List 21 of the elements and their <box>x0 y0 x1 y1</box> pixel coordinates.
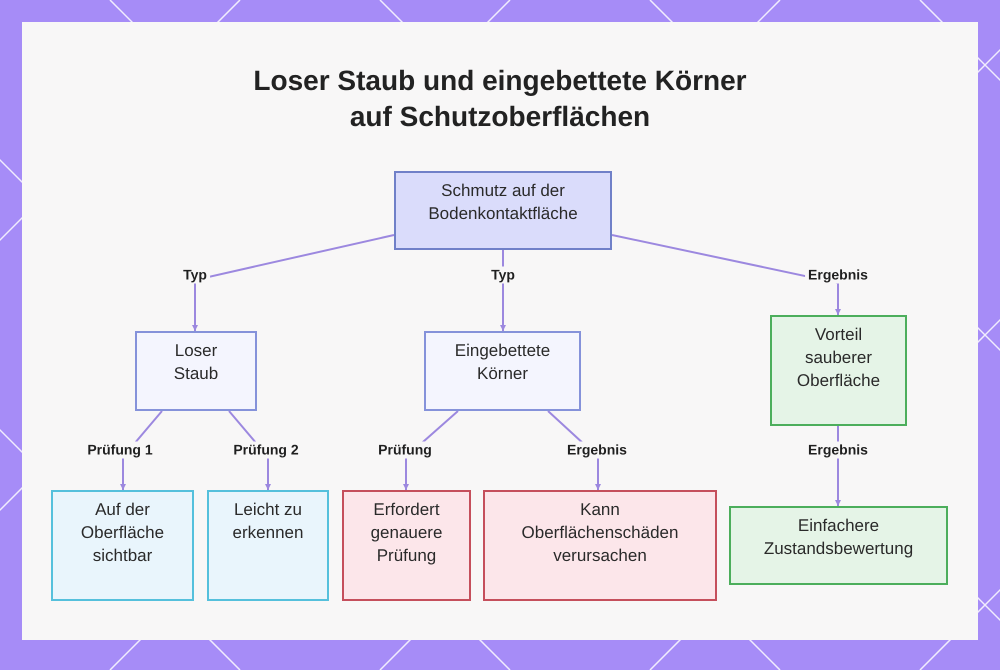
process-box <box>207 490 329 601</box>
process-box <box>342 490 471 601</box>
node-label: Kann Oberflächenschäden verursachen <box>520 499 680 567</box>
process-box <box>51 490 194 601</box>
process-box <box>394 171 612 250</box>
node-label: Loser Staub <box>172 340 220 385</box>
process-box <box>770 315 907 426</box>
process-box <box>135 331 257 411</box>
diagram-title: Loser Staub und eingebettete Körner auf Schutzoberflächen <box>252 64 748 134</box>
node-label: Leicht zu erkennen <box>232 499 304 544</box>
edge-label: Typ <box>180 266 210 284</box>
node-label: Schmutz auf der Bodenkontaktfläche <box>427 180 579 225</box>
process-box <box>424 331 581 411</box>
connector-arrow <box>192 234 394 331</box>
node-label: Vorteil sauberer Oberfläche <box>796 324 882 392</box>
node-label: Eingebettete Körner <box>454 340 552 385</box>
node-label: Einfachere Zustandsbewertung <box>762 515 914 560</box>
process-box <box>483 490 717 601</box>
node-label: Erfordert genauere Prüfung <box>370 499 444 567</box>
process-box <box>729 506 948 585</box>
node-label: Auf der Oberfläche sichtbar <box>80 499 166 567</box>
